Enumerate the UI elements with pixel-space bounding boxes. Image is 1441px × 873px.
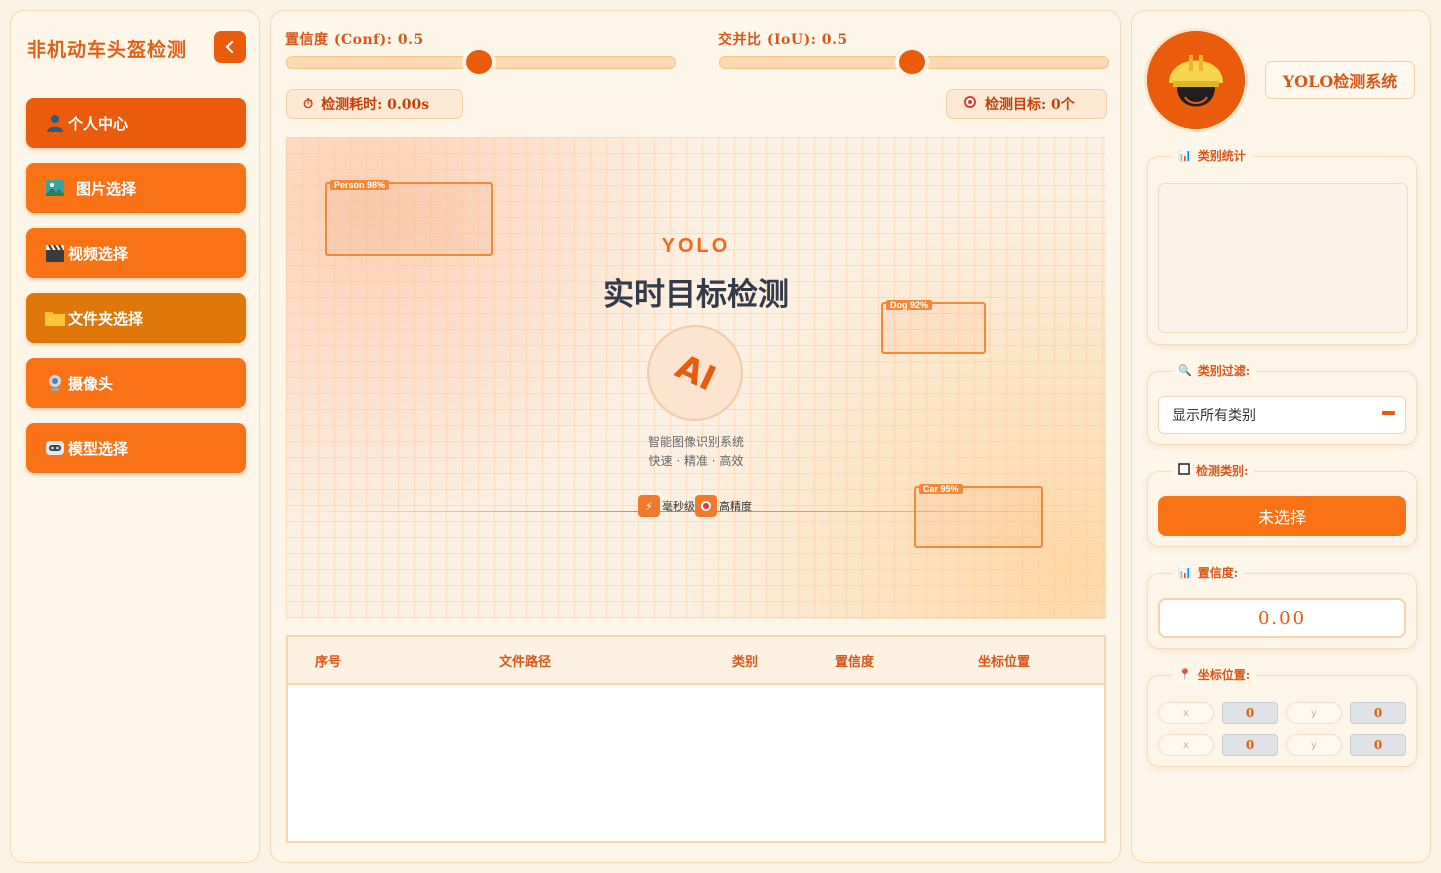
card-title: 🔍 类别过滤: xyxy=(1172,362,1257,379)
bar-chart-icon: 📊 xyxy=(1178,566,1192,579)
folder-icon xyxy=(44,308,66,328)
nav-label: 模型选择 xyxy=(68,439,129,458)
main-panel: 置信度 (Conf): 0.5 交并比 (IoU): 0.5 ⏱ 检测耗时: 0… xyxy=(270,10,1121,863)
xmin-key: x xyxy=(1158,702,1214,724)
ymin-key: y xyxy=(1286,702,1342,724)
target-count-text: 检测目标: 0个 xyxy=(985,97,1075,113)
image-preview[interactable]: Person 98% Dog 92% Car 95% YOLO 实时目标检测 A… xyxy=(286,137,1106,619)
confidence-card: 📊 置信度: 0.00 xyxy=(1147,564,1417,649)
checkbox-icon xyxy=(1178,463,1190,478)
camera-icon xyxy=(44,373,66,393)
nav-label: 文件夹选择 xyxy=(68,309,144,328)
table-header: 序号 文件路径 类别 置信度 坐标位置 xyxy=(288,637,1104,685)
xmax-value: 0 xyxy=(1222,734,1278,756)
right-panel: YOLO检测系统 📊 类别统计 🔍 类别过滤: 显示所有类别 检测类别: 未选择… xyxy=(1131,10,1431,863)
clapper-icon xyxy=(44,243,66,263)
detect-class-card: 检测类别: 未选择 xyxy=(1147,462,1417,547)
detection-label: Car 95% xyxy=(919,484,963,494)
card-title: 📊 类别统计 xyxy=(1172,147,1252,164)
avatar xyxy=(1147,31,1245,129)
coordinates-card: 📍 坐标位置: x 0 y 0 x 0 y 0 xyxy=(1147,666,1417,767)
target-icon xyxy=(963,95,977,113)
feature-speed: ⚡ 毫秒级 xyxy=(638,495,695,517)
ymax-value: 0 xyxy=(1350,734,1406,756)
lightning-icon: ⚡ xyxy=(638,495,660,517)
nav-video-select[interactable]: 视频选择 xyxy=(26,228,246,278)
collapse-sidebar-button[interactable] xyxy=(214,31,246,63)
detection-label: Dog 92% xyxy=(886,300,933,310)
ai-text: AI xyxy=(668,346,722,400)
yolo-brand-text: YOLO xyxy=(661,235,731,257)
feature-label: 高精度 xyxy=(719,500,752,513)
hero-subtitle: 智能图像识别系统 xyxy=(647,435,744,449)
image-icon xyxy=(44,178,66,198)
helmet-avatar-icon xyxy=(1147,31,1245,129)
class-stats-chart xyxy=(1158,183,1408,333)
app-title: 非机动车头盔检测 xyxy=(27,39,188,61)
confidence-value: 0.00 xyxy=(1158,598,1406,638)
system-title: YOLO检测系统 xyxy=(1265,61,1415,99)
detection-box: Dog 92% xyxy=(881,300,986,354)
xmax-key: x xyxy=(1158,734,1214,756)
nav-label: 个人中心 xyxy=(68,114,129,133)
col-index[interactable]: 序号 xyxy=(315,655,342,670)
nav-folder-select[interactable]: 文件夹选择 xyxy=(26,293,246,343)
class-stats-card: 📊 类别统计 xyxy=(1147,147,1417,345)
stopwatch-icon: ⏱ xyxy=(303,96,314,112)
table-body xyxy=(288,685,1104,841)
target-count-chip: 检测目标: 0个 xyxy=(946,89,1107,119)
class-filter-select[interactable]: 显示所有类别 xyxy=(1158,396,1406,434)
conf-slider-thumb[interactable] xyxy=(466,50,492,74)
col-confidence[interactable]: 置信度 xyxy=(835,655,875,670)
pin-icon: 📍 xyxy=(1178,668,1192,681)
target-icon xyxy=(695,495,717,517)
nav-label: 摄像头 xyxy=(68,374,114,393)
feature-label: 毫秒级 xyxy=(662,500,695,513)
nav-personal-center[interactable]: 个人中心 xyxy=(26,98,246,148)
nav-camera[interactable]: 摄像头 xyxy=(26,358,246,408)
detection-box: Person 98% xyxy=(325,180,493,256)
card-title: 📍 坐标位置: xyxy=(1172,666,1257,683)
iou-slider-thumb[interactable] xyxy=(899,50,925,74)
col-coordinates[interactable]: 坐标位置 xyxy=(978,655,1031,670)
detect-class-button[interactable]: 未选择 xyxy=(1158,496,1406,536)
iou-slider-label: 交并比 (IoU): 0.5 xyxy=(718,32,848,48)
person-icon xyxy=(44,113,66,133)
card-title: 📊 置信度: xyxy=(1172,564,1245,581)
detection-time-chip: ⏱ 检测耗时: 0.00s xyxy=(286,89,463,119)
col-class[interactable]: 类别 xyxy=(732,655,759,670)
bar-chart-icon: 📊 xyxy=(1178,149,1192,162)
results-table: 序号 文件路径 类别 置信度 坐标位置 xyxy=(286,635,1106,843)
dropdown-indicator-icon xyxy=(1382,411,1395,415)
ymax-key: y xyxy=(1286,734,1342,756)
feature-accuracy: 高精度 xyxy=(695,495,752,517)
select-value: 显示所有类别 xyxy=(1172,408,1256,424)
xmin-value: 0 xyxy=(1222,702,1278,724)
class-filter-card: 🔍 类别过滤: 显示所有类别 xyxy=(1147,362,1417,445)
detection-time-text: 检测耗时: 0.00s xyxy=(321,97,430,113)
card-title: 检测类别: xyxy=(1172,462,1255,479)
left-sidebar: 非机动车头盔检测 个人中心 图片选择 视频选择 文件夹选择 摄像头 xyxy=(10,10,260,863)
ai-badge: AI xyxy=(647,325,743,421)
nav-label: 视频选择 xyxy=(68,244,129,263)
detection-box: Car 95% xyxy=(914,484,1043,548)
hero-title: 实时目标检测 xyxy=(603,277,789,313)
hero-tagline: 快速 · 精准 · 高效 xyxy=(648,454,744,468)
robot-icon xyxy=(44,438,66,458)
ymin-value: 0 xyxy=(1350,702,1406,724)
col-file-path[interactable]: 文件路径 xyxy=(499,655,552,670)
nav-model-select[interactable]: 模型选择 xyxy=(26,423,246,473)
magnifier-icon: 🔍 xyxy=(1178,364,1192,377)
nav-label: 图片选择 xyxy=(76,179,137,198)
nav-image-select[interactable]: 图片选择 xyxy=(26,163,246,213)
detection-label: Person 98% xyxy=(330,180,390,190)
conf-slider-label: 置信度 (Conf): 0.5 xyxy=(285,32,424,48)
chevron-left-icon xyxy=(225,40,234,54)
